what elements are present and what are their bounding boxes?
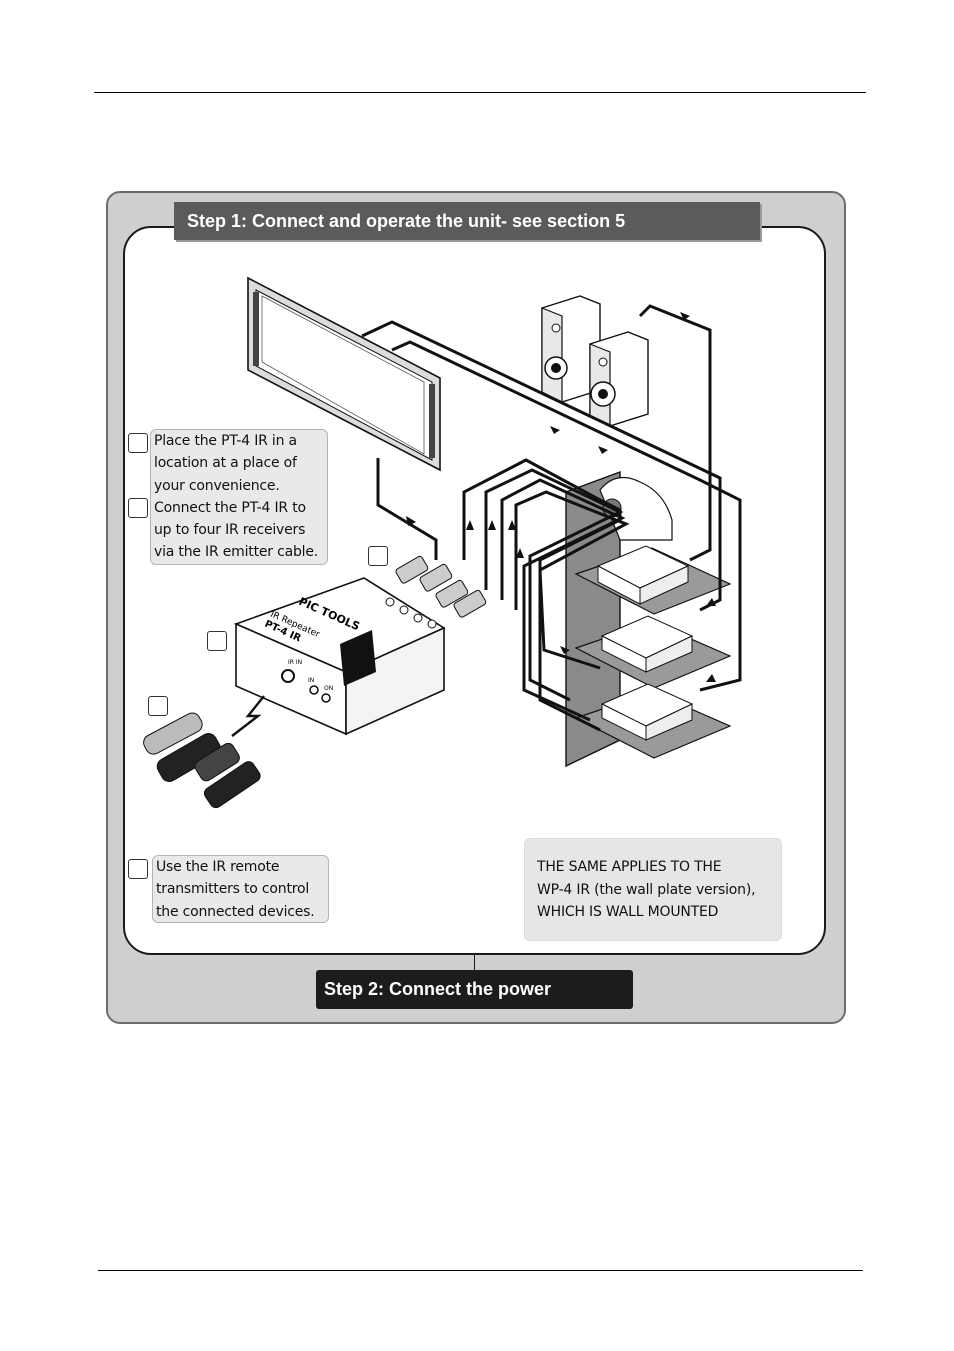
- note-place-and-connect: Place the PT-4 IR in a location at a pla…: [150, 429, 328, 565]
- step2-banner: Step 2: Connect the power: [316, 970, 633, 1009]
- note-line: Use the IR remote: [156, 859, 280, 875]
- step-number-box-2: [128, 498, 148, 518]
- note-line: transmitters to control: [156, 881, 310, 898]
- note-wall-plate-version: THE SAME APPLIES TO THE WP-4 IR (the wal…: [524, 838, 782, 941]
- step-number-box-1: [128, 433, 148, 453]
- note-line: your convenience.: [154, 477, 280, 494]
- note-line: Connect the PT-4 IR to: [154, 499, 306, 516]
- step1-banner: Step 1: Connect and operate the unit- se…: [174, 202, 760, 240]
- note-line: via the IR emitter cable.: [154, 544, 318, 561]
- step-number-box-5: [148, 696, 168, 716]
- note-line: location at a place of: [154, 455, 297, 472]
- note-line: the connected devices.: [156, 903, 315, 920]
- step-number-box-6: [128, 859, 148, 879]
- note-line: WHICH IS WALL MOUNTED: [537, 904, 719, 920]
- step-number-box-4: [207, 631, 227, 651]
- header-rule: [94, 92, 866, 93]
- note-remote-transmitters: Use the IR remote transmitters to contro…: [152, 855, 329, 923]
- note-line: Place the PT-4 IR in a: [154, 433, 297, 449]
- footer-rule: [98, 1270, 863, 1271]
- note-line: THE SAME APPLIES TO THE: [537, 859, 722, 875]
- note-line: WP-4 IR (the wall plate version),: [537, 881, 756, 898]
- note-line: up to four IR receivers: [154, 522, 306, 539]
- step2-connector-line: [474, 954, 475, 970]
- step-number-box-3: [368, 546, 388, 566]
